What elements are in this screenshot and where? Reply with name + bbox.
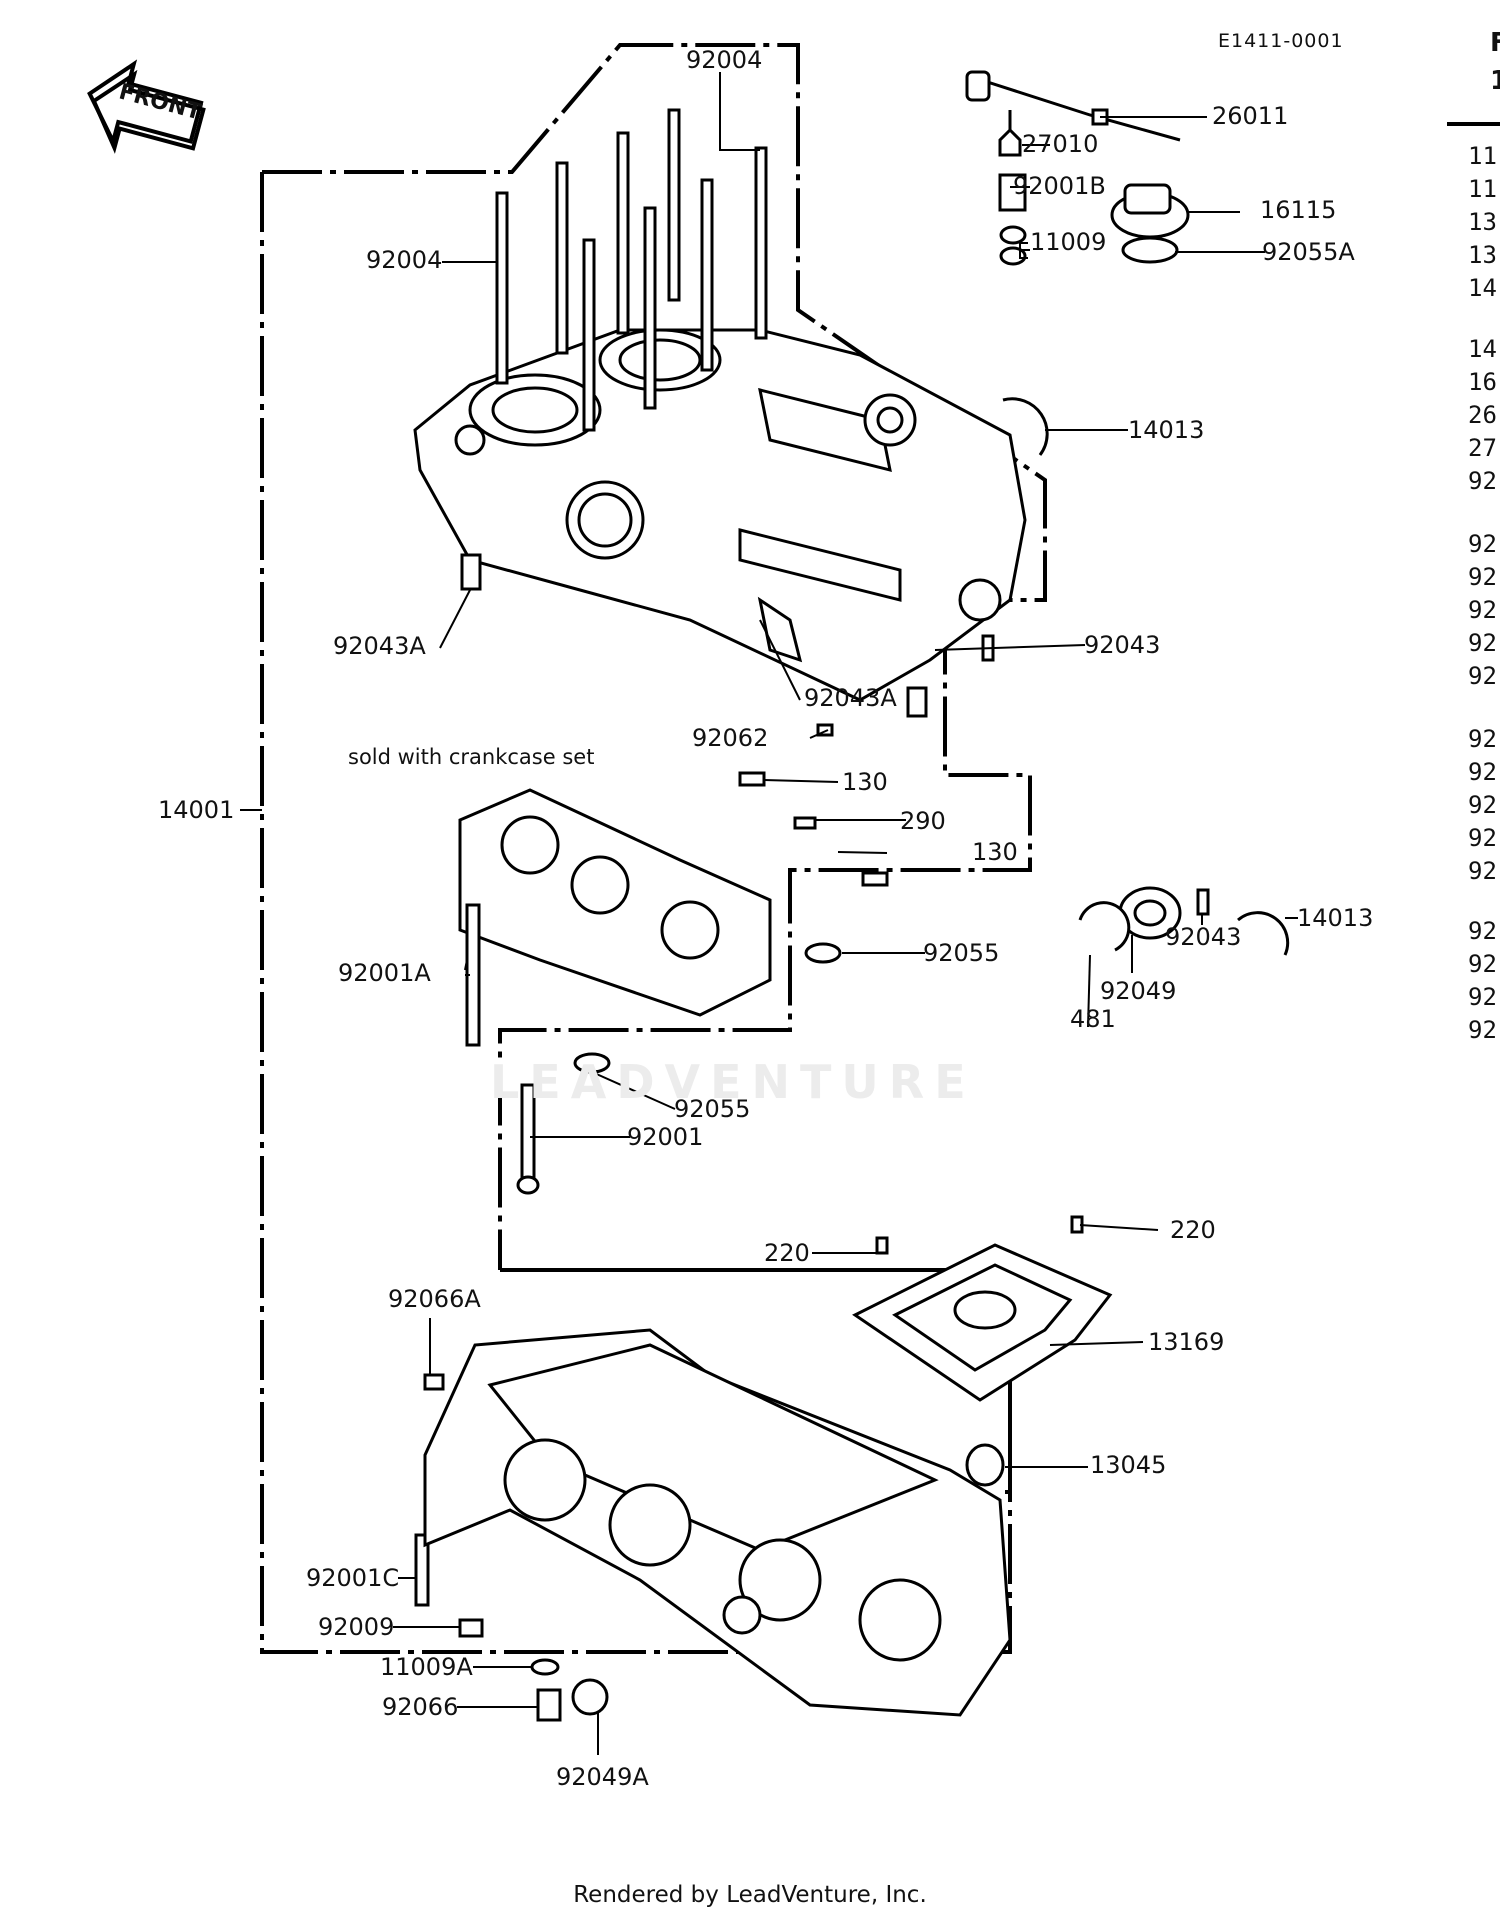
right-column-header-2: 1: [1490, 66, 1500, 96]
right-column-item: 16: [1468, 368, 1497, 396]
part-label[interactable]: 27010: [1022, 130, 1099, 158]
lower-crankcase: [423, 1328, 1012, 1717]
right-column-item: 92: [1468, 917, 1497, 945]
part-label[interactable]: 92043: [1084, 631, 1161, 659]
small-fasteners: [414, 723, 1084, 1722]
part-label[interactable]: 92043A: [333, 632, 426, 660]
right-column-item: 92: [1468, 950, 1497, 978]
part-label[interactable]: 26011: [1212, 102, 1289, 130]
right-column-item: 27: [1468, 434, 1497, 462]
part-label[interactable]: 13169: [1148, 1328, 1225, 1356]
part-label[interactable]: 290: [900, 807, 946, 835]
right-column-item: 11: [1468, 142, 1497, 170]
oil-pressure-switch: [965, 70, 1181, 266]
upper-crankcase: [413, 328, 1027, 702]
right-column-item: 92: [1468, 530, 1497, 558]
part-label[interactable]: 11009: [1030, 228, 1107, 256]
part-label[interactable]: 92043A: [804, 684, 897, 712]
right-column-item: 92: [1468, 662, 1497, 690]
part-label[interactable]: 92066: [382, 1693, 459, 1721]
right-column-item: 14: [1468, 335, 1497, 363]
right-column-item: 92: [1468, 758, 1497, 786]
oil-filler-cap: [1110, 183, 1190, 264]
diagram-code: E1411-0001: [1218, 30, 1344, 52]
right-column-item: 92: [1468, 1016, 1497, 1044]
part-label[interactable]: 92055: [923, 939, 1000, 967]
footer-credit: Rendered by LeadVenture, Inc.: [573, 1882, 927, 1908]
part-label[interactable]: 92001C: [306, 1564, 400, 1592]
right-column-item: 92: [1468, 791, 1497, 819]
right-column-item: 92: [1468, 725, 1497, 753]
right-column-item: 26: [1468, 401, 1497, 429]
right-column-item: 92: [1468, 629, 1497, 657]
crankshaft-bearing-caps: [458, 788, 772, 1047]
right-column-rule: [1447, 122, 1500, 126]
part-label[interactable]: 92049A: [556, 1763, 649, 1791]
right-column-header-1: F: [1490, 28, 1500, 58]
part-label[interactable]: 92004: [686, 46, 763, 74]
right-column-item: 92: [1468, 467, 1497, 495]
right-column-item: 13: [1468, 241, 1497, 269]
part-label[interactable]: 16115: [1260, 196, 1337, 224]
part-label[interactable]: 11009A: [380, 1653, 473, 1681]
watermark: LEADVENTURE: [490, 1055, 976, 1109]
stud-bolts: [495, 108, 768, 432]
part-label[interactable]: 14013: [1297, 904, 1374, 932]
part-label[interactable]: 92043: [1165, 923, 1242, 951]
part-label[interactable]: 92009: [318, 1613, 395, 1641]
part-label[interactable]: 92001: [627, 1123, 704, 1151]
part-label[interactable]: 130: [972, 838, 1018, 866]
part-label[interactable]: 92004: [366, 246, 443, 274]
part-label[interactable]: 92062: [692, 724, 769, 752]
leader-lines: [240, 72, 1298, 1755]
crankcase-set-note: sold with crankcase set: [348, 745, 595, 769]
part-label[interactable]: 220: [764, 1239, 810, 1267]
part-label[interactable]: 92001A: [338, 959, 431, 987]
part-label[interactable]: 481: [1070, 1005, 1116, 1033]
right-column-item: 14: [1468, 274, 1497, 302]
right-column-item: 92: [1468, 824, 1497, 852]
part-label[interactable]: 220: [1170, 1216, 1216, 1244]
part-label[interactable]: 14001: [158, 796, 235, 824]
right-column-item: 92: [1468, 983, 1497, 1011]
part-label[interactable]: 92066A: [388, 1285, 481, 1313]
part-label[interactable]: 92055: [674, 1095, 751, 1123]
part-label[interactable]: 92049: [1100, 977, 1177, 1005]
part-label[interactable]: 13045: [1090, 1451, 1167, 1479]
part-label[interactable]: 92001B: [1013, 172, 1106, 200]
right-column-item: 11: [1468, 175, 1497, 203]
right-column-item: 92: [1468, 857, 1497, 885]
part-label[interactable]: 92055A: [1262, 238, 1355, 266]
right-column-item: 92: [1468, 596, 1497, 624]
right-column-item: 92: [1468, 563, 1497, 591]
seals-and-bearings: [573, 397, 1290, 1487]
part-label[interactable]: 130: [842, 768, 888, 796]
oil-pan-cover-plate: [852, 1243, 1113, 1402]
front-arrow-icon: [87, 59, 206, 154]
part-label[interactable]: 14013: [1128, 416, 1205, 444]
right-column-item: 13: [1468, 208, 1497, 236]
